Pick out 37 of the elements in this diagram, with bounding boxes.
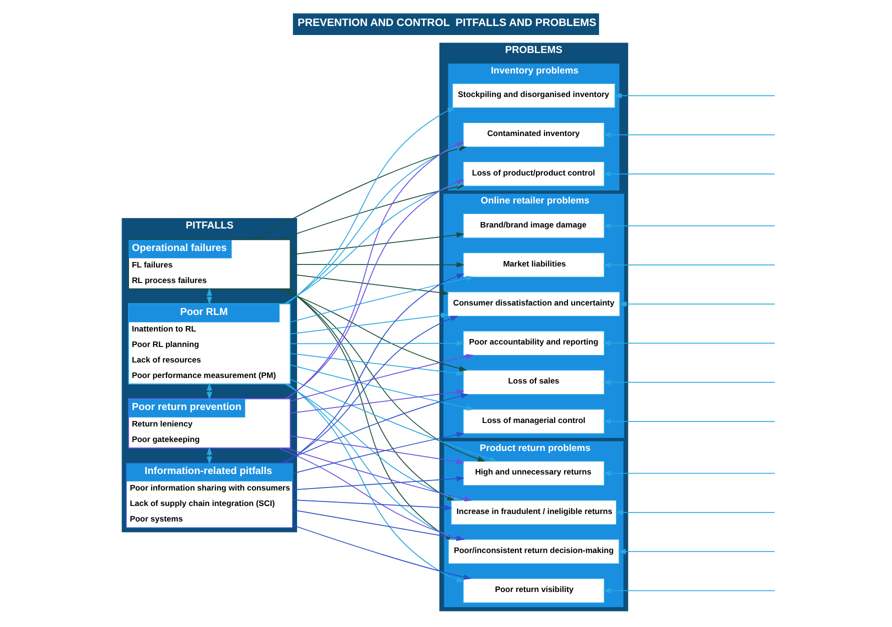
arrow bbox=[280, 393, 469, 464]
arrow bbox=[602, 132, 776, 138]
arrow bbox=[290, 389, 464, 414]
arrow bbox=[284, 274, 465, 464]
arrow bbox=[292, 524, 472, 580]
arrow bbox=[206, 288, 212, 305]
arrow bbox=[284, 288, 486, 462]
arrow bbox=[290, 276, 474, 323]
arrow bbox=[290, 340, 464, 346]
arrow bbox=[602, 470, 776, 476]
arrow bbox=[290, 232, 464, 256]
arrow bbox=[290, 379, 498, 462]
arrow bbox=[290, 274, 449, 296]
arrow bbox=[283, 316, 458, 464]
arrow bbox=[602, 418, 776, 424]
diagram-title: PREVENTION AND CONTROL PITFALLS AND PROBLEMS bbox=[298, 17, 596, 30]
arrow bbox=[602, 262, 776, 268]
arrow bbox=[278, 288, 468, 372]
arrow bbox=[602, 340, 776, 346]
arrow bbox=[292, 476, 464, 490]
arrow bbox=[602, 380, 776, 386]
arrow bbox=[602, 223, 776, 229]
arrow bbox=[615, 510, 776, 516]
arrow bbox=[290, 354, 474, 402]
arrow bbox=[290, 364, 474, 411]
arrow bbox=[618, 301, 776, 307]
arrow bbox=[286, 107, 456, 304]
arrow bbox=[618, 548, 776, 554]
arrow bbox=[292, 499, 452, 511]
arrow bbox=[290, 352, 464, 376]
arrow bbox=[602, 171, 776, 177]
arrow bbox=[290, 262, 464, 268]
arrow bbox=[614, 92, 776, 98]
arrow bbox=[290, 312, 449, 334]
arrow bbox=[602, 588, 776, 594]
arrow bbox=[292, 432, 464, 474]
arrow bbox=[290, 435, 464, 464]
